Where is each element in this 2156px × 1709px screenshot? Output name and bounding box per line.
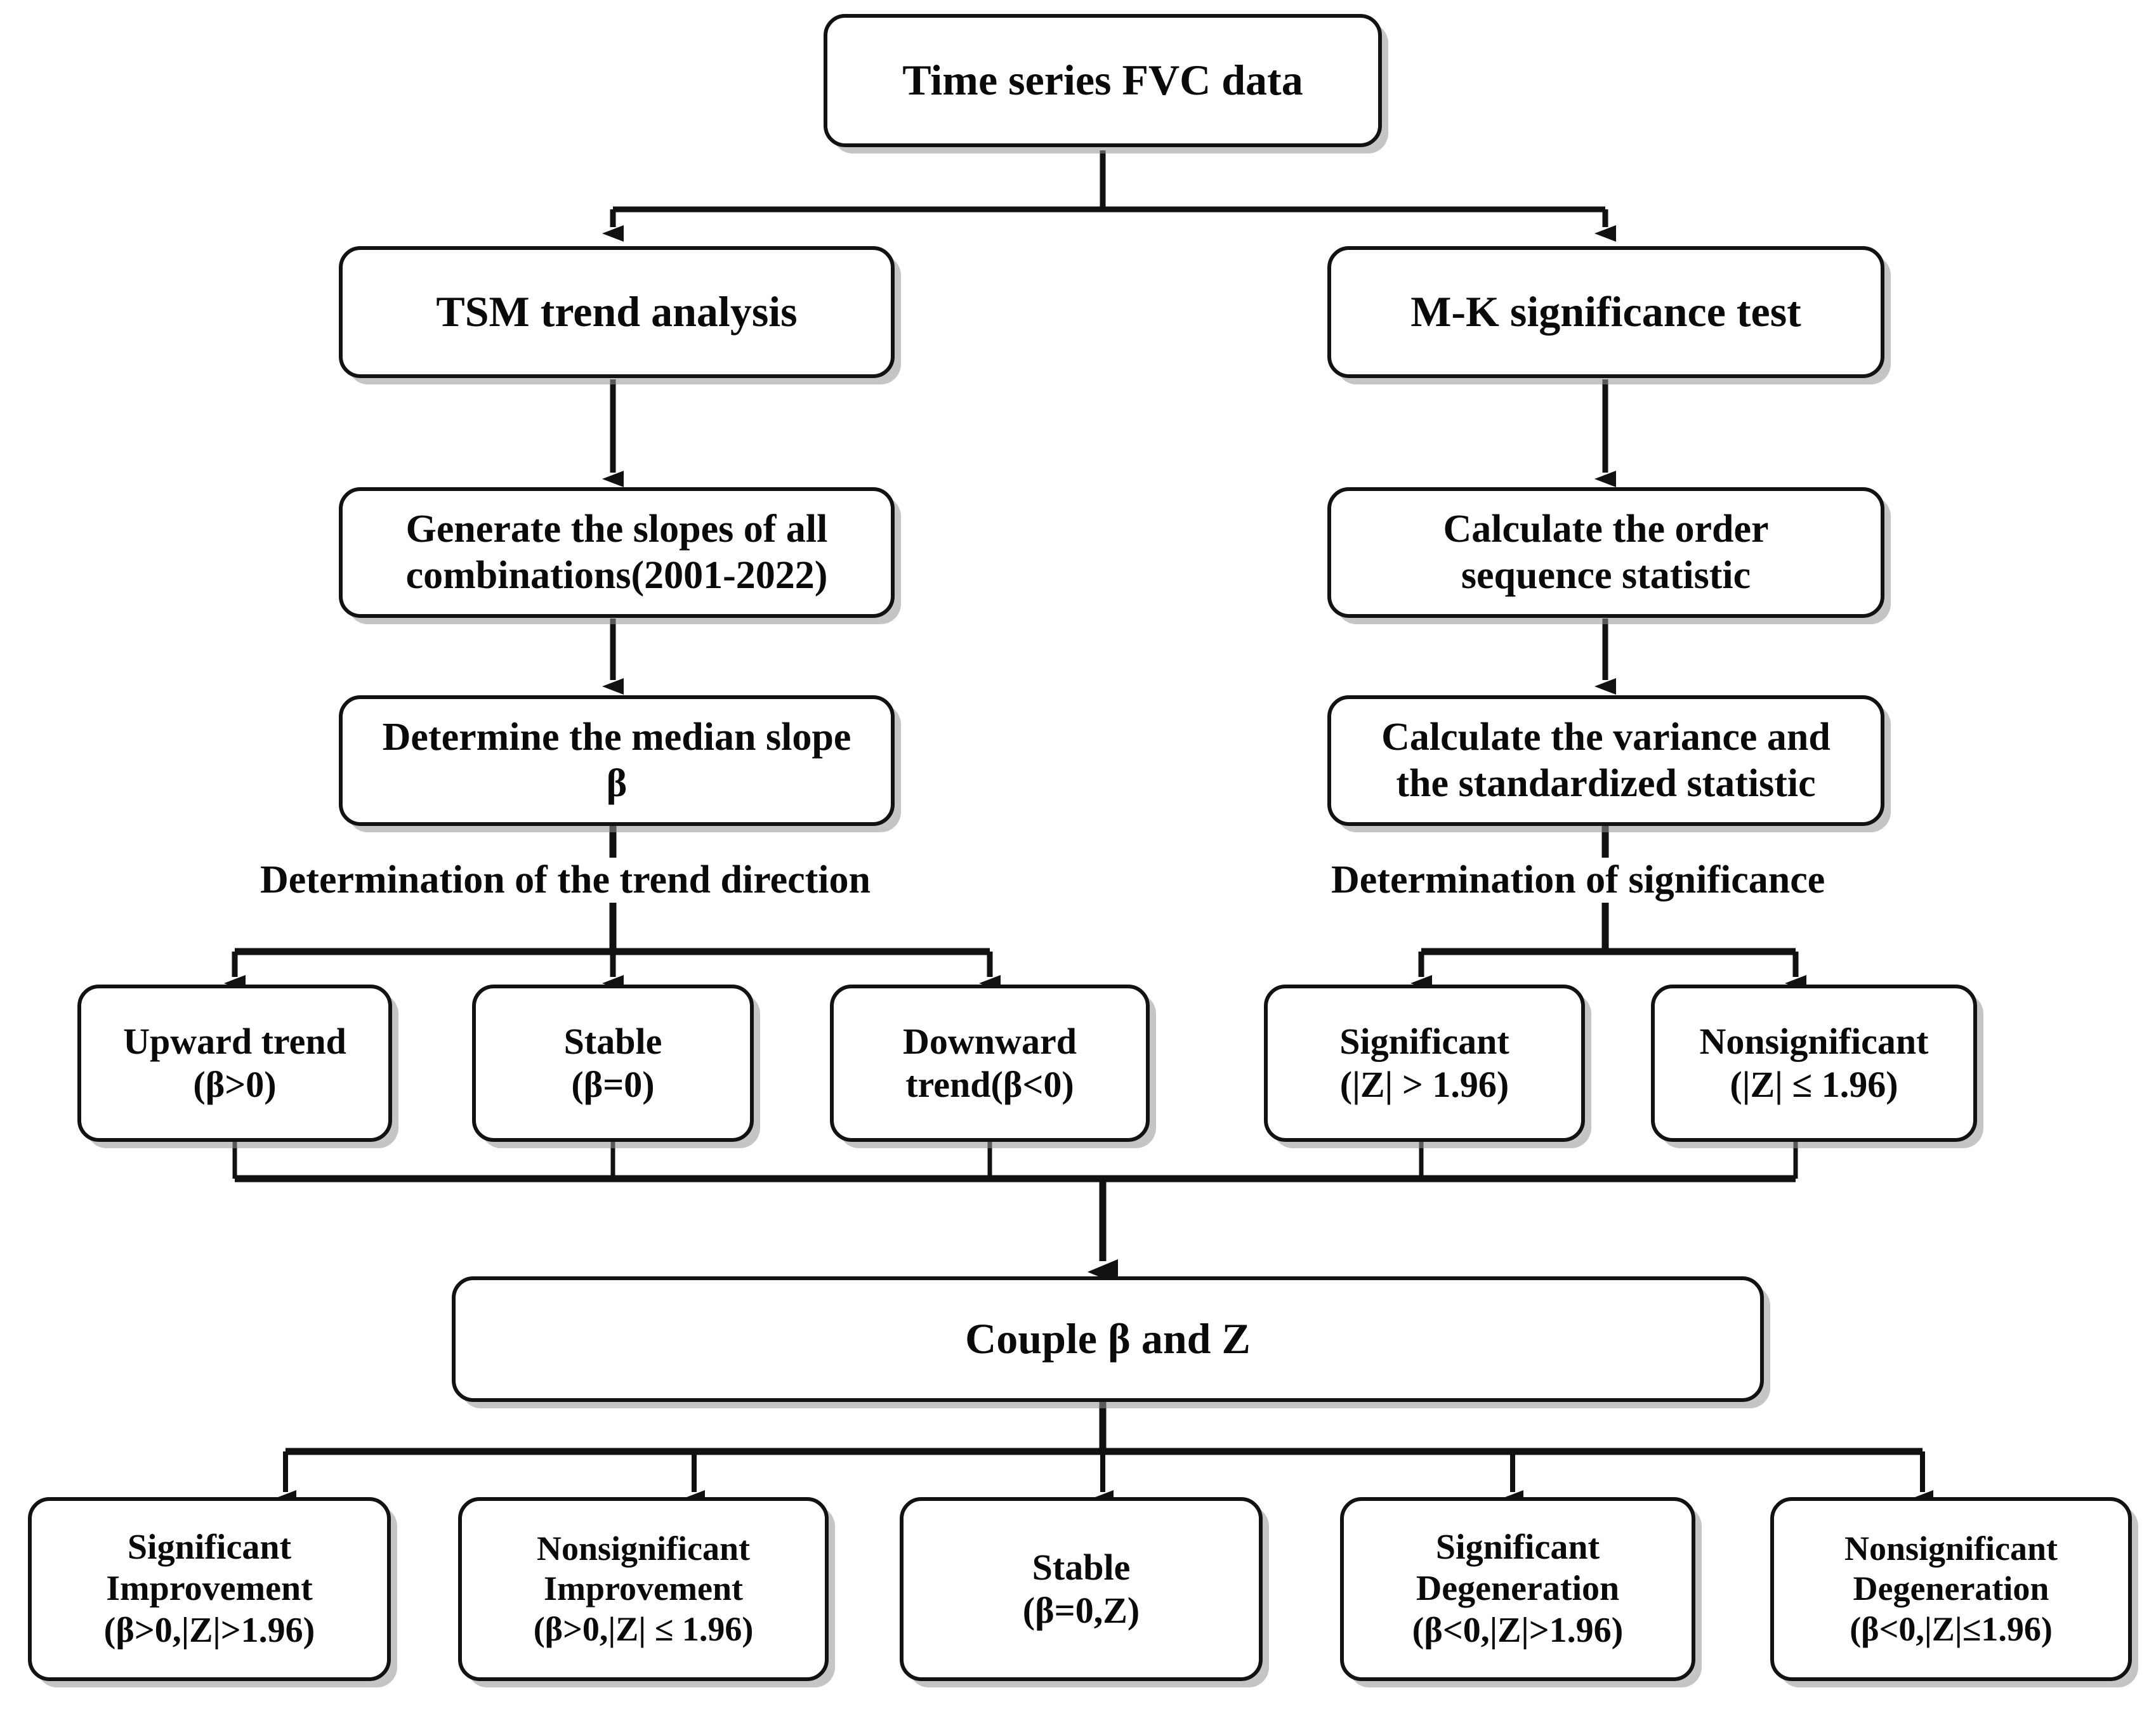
node-label-line1: Significant <box>127 1527 292 1567</box>
node-label-line1: Generate the slopes of all <box>405 507 828 551</box>
node-label-line2: sequence statistic <box>1461 554 1751 597</box>
node-label-line2: Degeneration <box>1416 1569 1620 1609</box>
node-label-line2: β <box>606 762 628 805</box>
node-upward-trend[interactable]: Upward trend (β>0) <box>77 985 392 1142</box>
node-label-line2: combinations(2001-2022) <box>405 554 828 597</box>
node-determine-median-slope[interactable]: Determine the median slope β <box>339 695 895 826</box>
node-label-line1: Calculate the order <box>1443 507 1769 551</box>
edge-label-significance: Determination of significance <box>1327 858 1829 903</box>
node-calculate-order-sequence[interactable]: Calculate the order sequence statistic <box>1327 487 1884 618</box>
node-label-line1: Stable <box>563 1021 662 1063</box>
node-couple-beta-and-z[interactable]: Couple β and Z <box>452 1276 1764 1402</box>
node-label-line1: Stable <box>1032 1547 1131 1588</box>
node-label-line1: Nonsignificant <box>1699 1021 1929 1063</box>
node-label-line2: (β=0) <box>571 1064 655 1105</box>
node-label-line2: (β>0) <box>193 1064 277 1105</box>
node-label-line3: (β>0,|Z| ≤ 1.96) <box>533 1609 754 1648</box>
node-nonsignificant[interactable]: Nonsignificant (|Z| ≤ 1.96) <box>1651 985 1977 1142</box>
node-label: Time series FVC data <box>902 56 1303 105</box>
node-label-line2: (|Z| > 1.96) <box>1339 1064 1509 1105</box>
node-label-line2: Improvement <box>544 1569 743 1608</box>
node-significant[interactable]: Significant (|Z| > 1.96) <box>1264 985 1585 1142</box>
node-label-line2: trend(β<0) <box>905 1064 1074 1105</box>
edge-label-trend-direction: Determination of the trend direction <box>256 858 874 903</box>
node-stable-trend[interactable]: Stable (β=0) <box>472 985 754 1142</box>
node-label-line3: (β>0,|Z|>1.96) <box>103 1610 315 1650</box>
node-label-line1: Determine the median slope <box>382 716 851 759</box>
node-label-line1: Nonsignificant <box>1844 1529 2058 1568</box>
node-label-line2: (|Z| ≤ 1.96) <box>1730 1064 1898 1105</box>
node-tsm-trend-analysis[interactable]: TSM trend analysis <box>339 246 895 378</box>
node-downward-trend[interactable]: Downward trend(β<0) <box>830 985 1150 1142</box>
node-label-line2: (β=0,Z) <box>1022 1590 1140 1631</box>
node-label-line1: Significant <box>1435 1527 1600 1567</box>
node-label-line1: Significant <box>1339 1021 1509 1063</box>
node-label-line2: Degeneration <box>1853 1569 2049 1608</box>
node-time-series-fvc-data[interactable]: Time series FVC data <box>824 14 1382 147</box>
node-stable-final[interactable]: Stable (β=0,Z) <box>900 1497 1263 1681</box>
node-nonsignificant-improvement[interactable]: Nonsignificant Improvement (β>0,|Z| ≤ 1.… <box>458 1497 829 1681</box>
node-generate-slopes[interactable]: Generate the slopes of all combinations(… <box>339 487 895 618</box>
node-significant-degeneration[interactable]: Significant Degeneration (β<0,|Z|>1.96) <box>1340 1497 1695 1681</box>
node-label: M-K significance test <box>1410 287 1801 336</box>
node-label-line3: (β<0,|Z|≤1.96) <box>1850 1609 2053 1648</box>
node-label-line1: Upward trend <box>123 1021 346 1063</box>
node-label-line1: Downward <box>903 1021 1077 1063</box>
node-label: Couple β and Z <box>965 1314 1251 1363</box>
node-significant-improvement[interactable]: Significant Improvement (β>0,|Z|>1.96) <box>28 1497 391 1681</box>
node-label: TSM trend analysis <box>436 287 798 336</box>
node-label-line2: the standardized statistic <box>1396 762 1816 805</box>
node-nonsignificant-degeneration[interactable]: Nonsignificant Degeneration (β<0,|Z|≤1.9… <box>1770 1497 2132 1681</box>
node-label-line3: (β<0,|Z|>1.96) <box>1412 1610 1624 1650</box>
node-mk-significance-test[interactable]: M-K significance test <box>1327 246 1884 378</box>
node-label-line2: Improvement <box>106 1569 313 1609</box>
node-label-line1: Nonsignificant <box>536 1529 751 1568</box>
node-label-line1: Calculate the variance and <box>1381 716 1831 759</box>
node-calculate-variance[interactable]: Calculate the variance and the standardi… <box>1327 695 1884 826</box>
